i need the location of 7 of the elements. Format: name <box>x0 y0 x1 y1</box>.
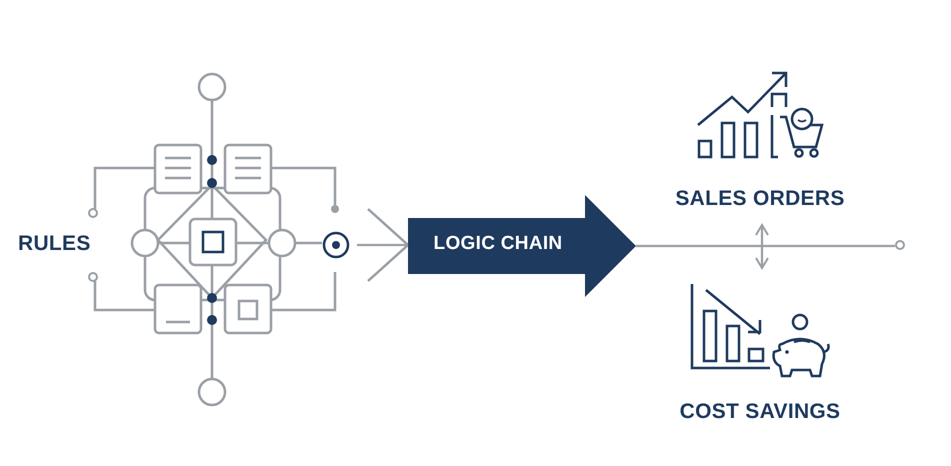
arrow <box>755 224 769 269</box>
caption-text: SALES ORDERS <box>674 187 846 211</box>
arrow-label: LOGIC CHAIN <box>432 233 564 255</box>
connector-line <box>636 244 895 248</box>
arrow <box>357 208 410 282</box>
side-label: RULES <box>18 232 91 256</box>
caption-text: COST SAVINGS <box>678 400 842 424</box>
